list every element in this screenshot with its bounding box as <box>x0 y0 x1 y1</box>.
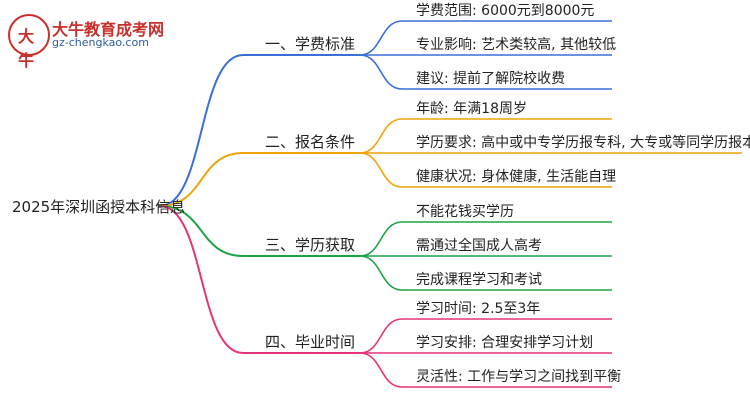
branch-topic: 四、毕业时间 <box>265 333 356 351</box>
leaf-topic: 健康状况: 身体健康, 生活能自理 <box>416 169 617 185</box>
root-anchor <box>158 204 162 208</box>
branch-leaf-link <box>359 221 403 257</box>
leaf-topic: 不能花钱买学历 <box>416 204 514 220</box>
branch-leaf-link <box>359 255 403 291</box>
branch-leaf-link <box>359 152 403 188</box>
branch-leaf-link <box>359 352 403 388</box>
leaf-topic: 完成课程学习和考试 <box>416 272 542 288</box>
leaf-topic: 灵活性: 工作与学习之间找到平衡 <box>416 369 622 385</box>
root-branch-link <box>159 205 244 354</box>
leaf-topic: 学历要求: 高中或中专学历报专科, 大专或等同学历报本科 <box>416 135 750 151</box>
branch-leaf-link <box>359 54 403 90</box>
logo-icon: 大牛 <box>8 14 50 70</box>
branch-topic: 三、学历获取 <box>265 236 356 254</box>
logo-url: gz-chengkao.com <box>52 36 149 49</box>
logo-title: 大牛教育成考网 <box>52 20 165 39</box>
leaf-topic: 专业影响: 艺术类较高, 其他较低 <box>416 37 617 53</box>
leaf-topic: 需通过全国成人高考 <box>416 238 542 254</box>
logo: 大牛 大牛教育成考网 gz-chengkao.com <box>8 14 168 70</box>
branch-leaf-link <box>359 20 403 56</box>
leaf-topic: 学费范围: 6000元到8000元 <box>416 3 595 19</box>
root-topic: 2025年深圳函授本科信息 <box>12 198 186 216</box>
leaf-topic: 建议: 提前了解院校收费 <box>416 71 566 87</box>
branch-topic: 二、报名条件 <box>265 133 356 151</box>
branch-leaf-link <box>359 318 403 354</box>
root-branch-link <box>159 205 244 257</box>
leaf-topic: 学习时间: 2.5至3年 <box>416 301 541 317</box>
root-branch-link <box>159 152 244 207</box>
leaf-topic: 年龄: 年满18周岁 <box>416 101 527 117</box>
branch-leaf-link <box>359 118 403 154</box>
root-branch-link <box>159 54 244 207</box>
branch-topic: 一、学费标准 <box>265 35 356 53</box>
leaf-topic: 学习安排: 合理安排学习计划 <box>416 335 594 351</box>
